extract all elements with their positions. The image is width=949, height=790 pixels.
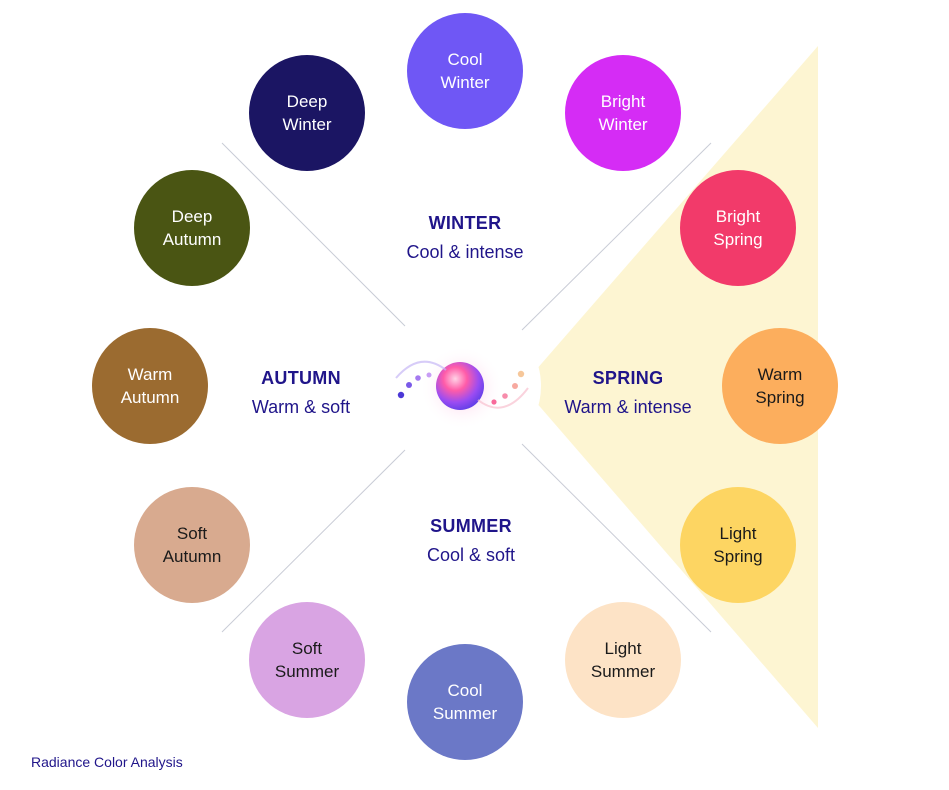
divider-top-left	[221, 142, 406, 327]
season-summer-desc: Cool & soft	[426, 545, 516, 565]
season-autumn: AUTUMN Warm & soft	[206, 368, 396, 418]
season-winter: WINTER Cool & intense	[370, 213, 560, 263]
season-summer: SUMMER Cool & soft	[376, 516, 566, 566]
color-orb-logo-icon	[395, 346, 529, 430]
brand-footer: Radiance Color Analysis	[31, 754, 183, 770]
season-winter-desc: Cool & intense	[406, 242, 524, 262]
divider-top-right	[521, 142, 712, 331]
season-dividers	[221, 142, 712, 633]
divider-bottom-right	[521, 443, 712, 633]
season-autumn-name: AUTUMN	[261, 368, 341, 388]
season-winter-name: WINTER	[428, 213, 502, 233]
season-autumn-desc: Warm & soft	[251, 397, 351, 417]
season-spring-name: SPRING	[592, 368, 664, 388]
season-spring: SPRING Warm & intense	[533, 368, 723, 418]
divider-bottom-left	[221, 449, 406, 633]
season-spring-desc: Warm & intense	[564, 397, 692, 417]
season-summer-name: SUMMER	[430, 516, 512, 536]
